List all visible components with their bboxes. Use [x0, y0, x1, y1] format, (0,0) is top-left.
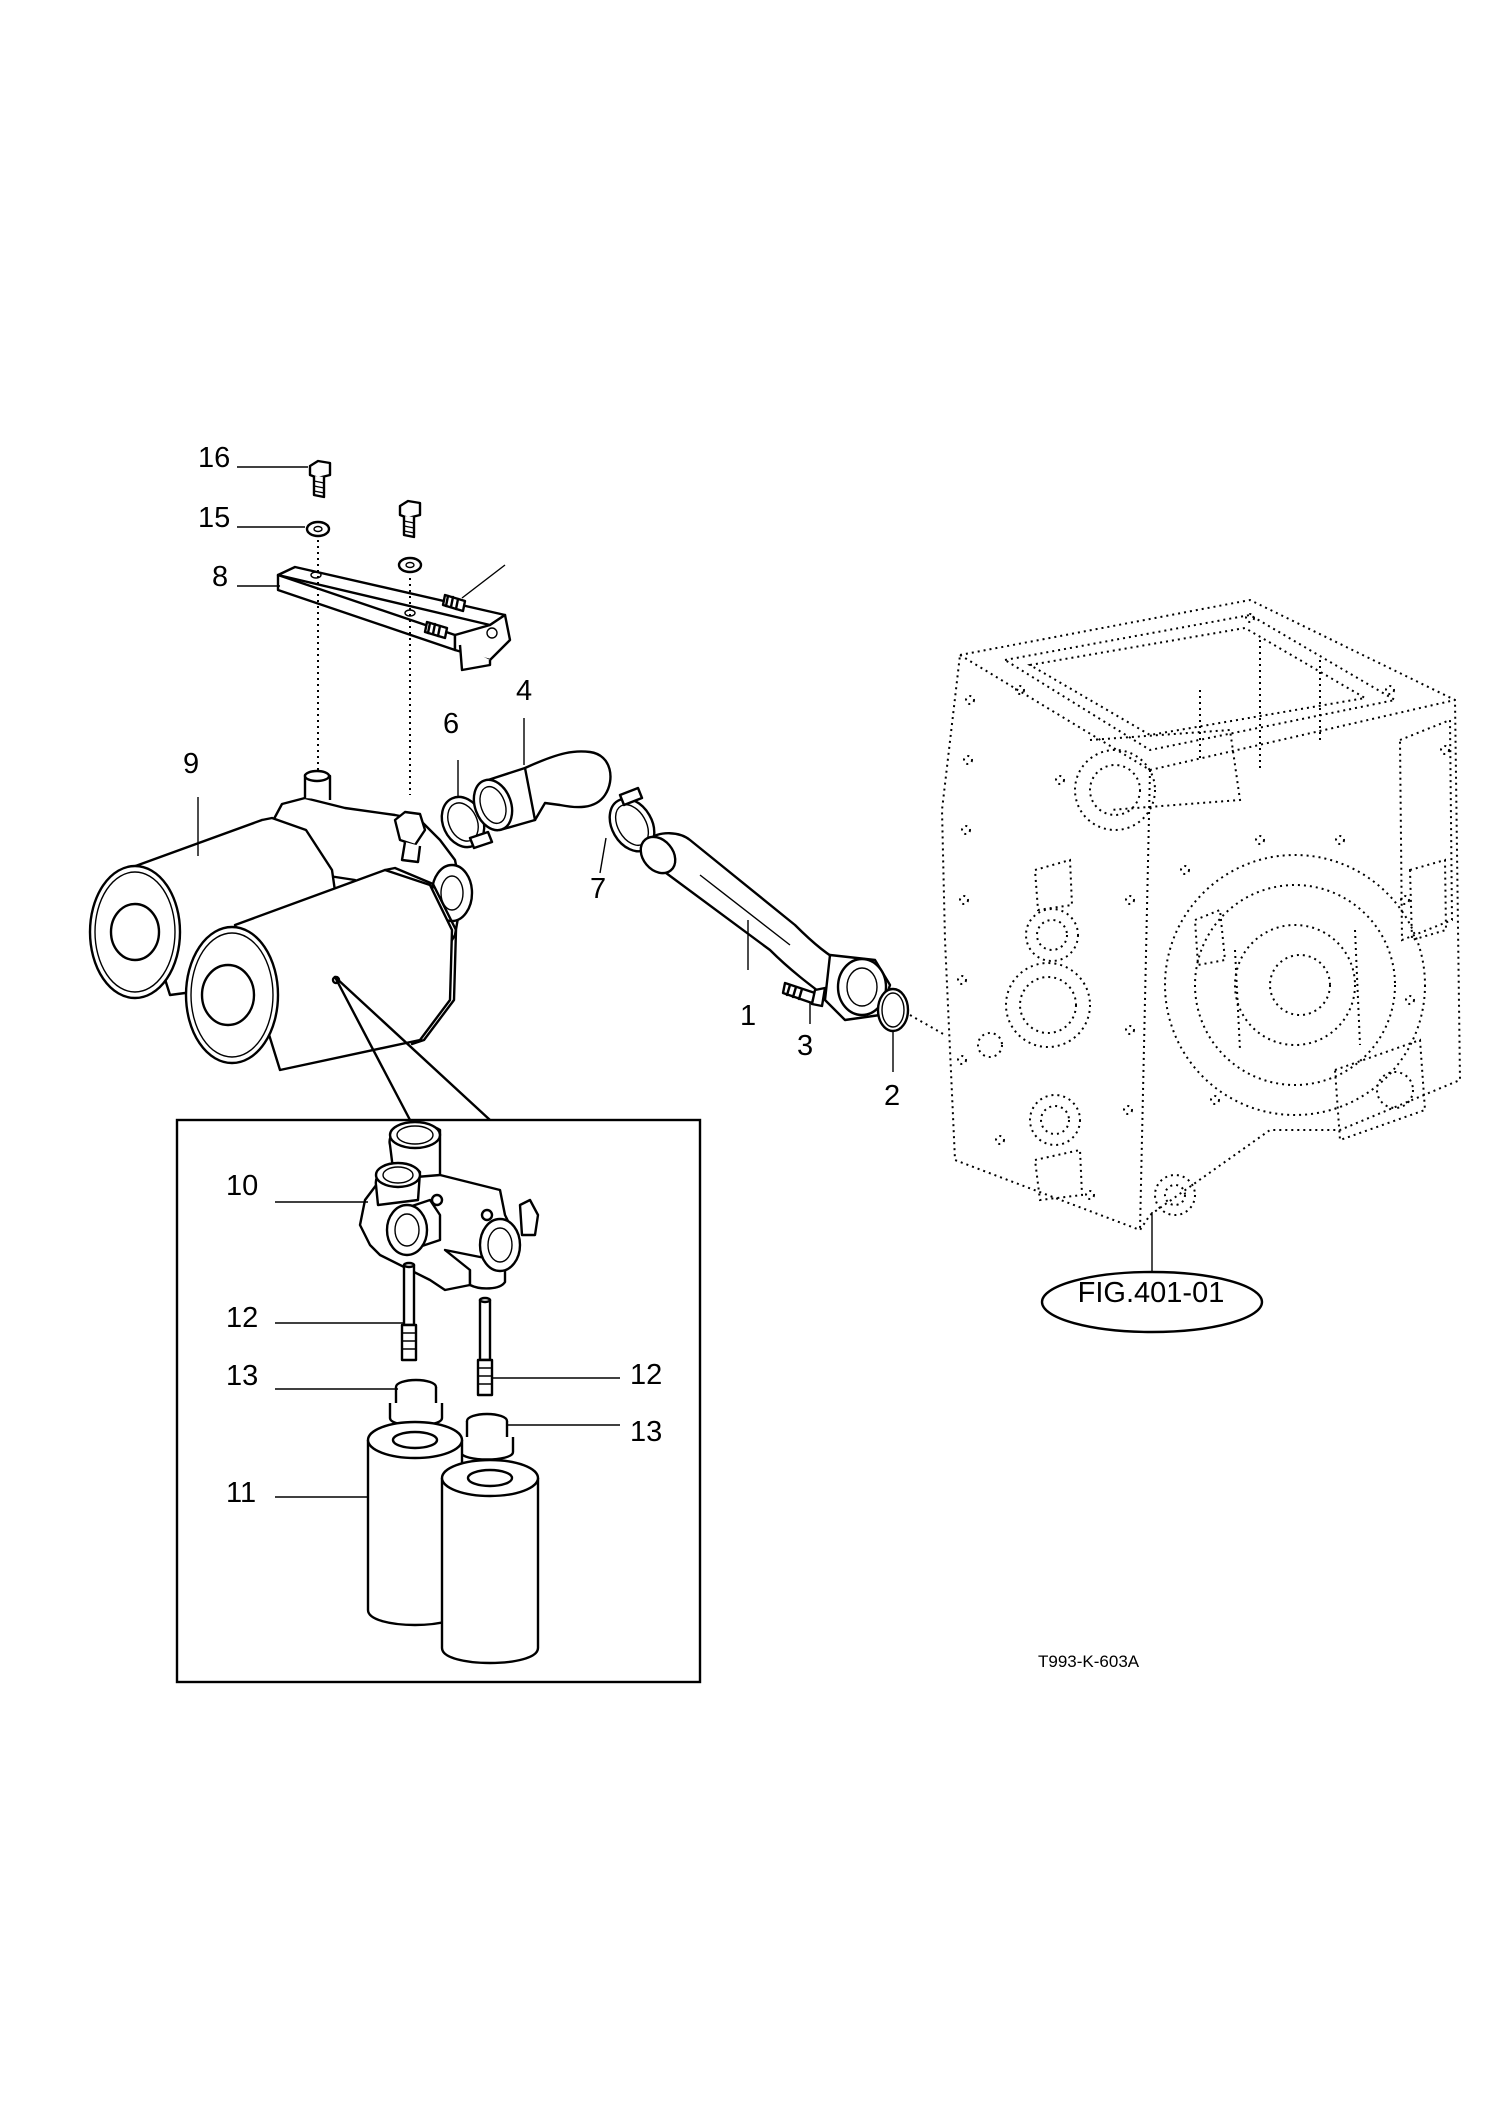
callout-13-right: 13 — [630, 1416, 662, 1448]
bypass-valve — [400, 1261, 418, 1362]
washer — [397, 556, 423, 574]
bolt — [308, 459, 332, 499]
callout-12-right: 12 — [630, 1359, 662, 1391]
bypass-valve — [476, 1296, 494, 1397]
callout-2: 2 — [884, 1080, 900, 1112]
filter-cartridge — [440, 1458, 540, 1665]
filter-head — [358, 1120, 540, 1292]
elbow-hose — [472, 750, 612, 832]
oil-pipe — [639, 832, 892, 1022]
bolt — [781, 981, 827, 1008]
o-ring — [876, 987, 910, 1033]
callout-labels: 16 15 8 4 6 9 7 1 3 2 10 12 12 13 13 11 — [183, 442, 900, 1509]
callout-6: 6 — [443, 708, 459, 740]
callout-14: 15 — [198, 502, 230, 534]
adapter-nipple — [388, 1378, 444, 1427]
fitting — [441, 593, 467, 613]
fitting — [423, 620, 449, 640]
figure-reference-text: FIG.401-01 — [1078, 1277, 1225, 1309]
callout-10: 10 — [226, 1170, 258, 1202]
callout-8: 8 — [212, 561, 228, 593]
filter-cartridge — [366, 1420, 464, 1627]
callout-13-left: 13 — [226, 1360, 258, 1392]
housing-bolt-holes — [957, 613, 1450, 1200]
callout-4: 4 — [516, 675, 532, 707]
callout-11: 11 — [226, 1477, 256, 1509]
transmission-housing — [940, 598, 1462, 1232]
figure-reference: FIG.401-01 — [1040, 1270, 1264, 1334]
callout-3: 3 — [797, 1030, 813, 1062]
adapter-nipple — [459, 1412, 515, 1461]
bolt — [398, 499, 422, 539]
hose-clamp — [440, 795, 494, 850]
callout-9: 9 — [183, 748, 199, 780]
filter-assembly — [88, 769, 474, 1072]
leader-lines — [197, 466, 1153, 1498]
drawing-code: T993-K-603A — [1038, 1652, 1140, 1671]
bracket — [276, 565, 512, 672]
callout-12-left: 12 — [226, 1302, 258, 1334]
washer — [305, 520, 331, 538]
callout-7: 7 — [590, 873, 606, 905]
callout-1: 1 — [740, 1000, 756, 1032]
callout-15: 16 — [198, 442, 230, 474]
